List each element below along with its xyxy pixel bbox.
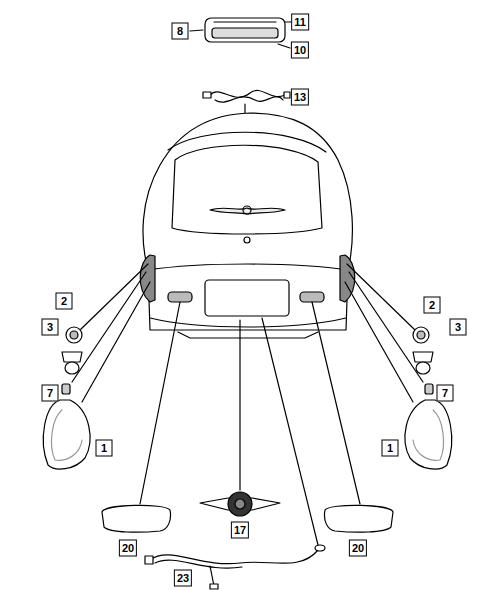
callout-number: 2 (424, 297, 441, 314)
callout-number: 10 (291, 42, 309, 59)
license-lamp (200, 492, 280, 516)
callout-number: 20 (349, 540, 367, 557)
callout-number: 11 (291, 14, 309, 31)
license-harness (145, 545, 325, 589)
callout-number: 1 (382, 440, 399, 457)
stop-lamp (190, 18, 291, 48)
callout-number: 13 (291, 89, 309, 106)
callout-number: 3 (42, 319, 59, 336)
tail-lamp-parts (43, 264, 150, 469)
callout-number: 3 (450, 319, 467, 336)
tail-lamp-parts-right (345, 264, 452, 469)
callout-number: 2 (56, 293, 73, 310)
callout-number: 7 (42, 385, 59, 402)
callout-number: 8 (172, 23, 189, 40)
callout-number: 20 (119, 540, 137, 557)
vehicle-body (140, 113, 355, 338)
callout-number: 23 (174, 570, 192, 587)
callout-number: 17 (231, 522, 249, 539)
callout-number: 7 (437, 385, 454, 402)
callout-number: 1 (96, 440, 113, 457)
